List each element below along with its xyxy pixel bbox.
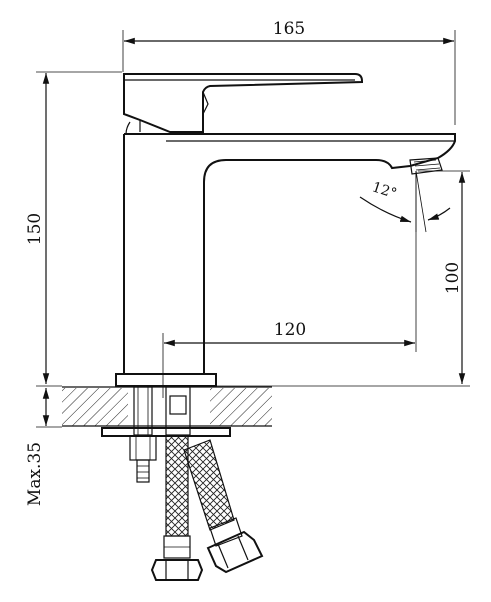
dimension-label-120: 120 [274,320,306,340]
countertop-section [62,386,272,427]
dimension-label-100: 100 [443,262,463,294]
dimension-angle-12: 12° [359,170,451,233]
dimension-height-150: 150 [25,71,122,384]
dimension-label-150: 150 [25,213,45,245]
dimension-reach-120: 120 [162,171,417,398]
dimension-width-165: 165 [122,19,456,125]
faucet-body [115,73,456,387]
supply-hoses [150,435,264,581]
dimension-max-35: Max.35 [25,385,62,506]
dimension-label-12-degrees: 12° [370,179,399,202]
dimension-label-165: 165 [273,19,305,39]
dimension-label-max-35: Max.35 [25,442,45,506]
dimension-height-100: 100 [215,170,470,387]
